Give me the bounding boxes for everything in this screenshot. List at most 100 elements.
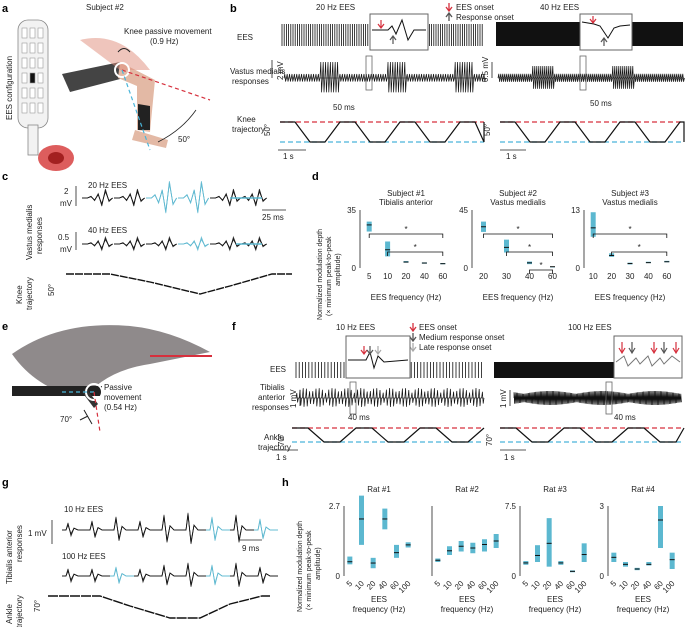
x-tick-label: 60 [438,272,447,281]
electrode-pad [29,72,36,84]
g-trace [110,567,134,583]
f-s1mv-a: 1 mV [289,389,298,408]
sig-star: * [414,243,417,252]
f-row-ankle2: trajectory [258,443,291,452]
b-knee-trajectory [280,121,685,143]
f-s1s-a: 1 s [276,453,287,462]
x-tick-label: 10 [589,272,598,281]
g-trace [62,522,86,538]
panel-letter-a: a [2,3,9,15]
y-tick-label: 3 [600,502,605,511]
f-s1s-b: 1 s [504,453,515,462]
e-movement: movement [104,393,142,402]
b-scale-2mv: 2 mV [276,61,285,80]
g-trace [134,568,158,584]
h-xlabel1: EES [459,595,475,604]
f-row-ankle1: Ankle [264,433,285,442]
c-s2: 2 [64,187,69,196]
b-scale-50ms-a: 50 ms [333,103,355,112]
g-trace [254,521,278,537]
f-row-ta3: responses [252,403,289,412]
electrode-pad [29,27,36,39]
sig-bracket [506,251,553,256]
electrode-pad [21,42,28,54]
x-tick-label: 60 [662,272,671,281]
f-s1mv-b: 1 mV [499,389,508,408]
electrode-pad [21,72,28,84]
panel-letter-h: h [282,477,289,489]
a-subject: Subject #2 [86,3,124,12]
e-freq: (0.54 Hz) [104,403,137,412]
x-tick-label: 5 [367,272,372,281]
g-trace [110,519,134,539]
b-inset-20hz [369,13,429,51]
panel-letter-c: c [2,171,8,183]
g-trace [182,513,206,543]
x-tick-label: 100 [485,579,501,595]
sig-bracket [529,269,553,274]
c-s05: 0.5 [58,233,70,242]
chart-title: Subject #2 [499,189,537,198]
x-tick-label: 40 [644,272,653,281]
g-trace [62,524,86,535]
e-passive: Passive [104,383,133,392]
c-trace [210,235,241,252]
f-zoom-box-100hz [605,381,613,415]
sig-star: * [528,243,531,252]
range-bar [347,556,353,565]
ta-trace-100hz [513,390,682,406]
sig-star: * [404,225,407,234]
panel-letter-e: e [2,321,8,333]
h-xlabel1: EES [371,595,387,604]
range-bar [359,495,364,545]
c-trace [178,181,209,214]
d-ylabel2: (× minimum peak-to-peak [326,236,333,316]
chart-title: Subject #1 [387,189,425,198]
g-trace [62,568,86,584]
f-ankle-trace-a [292,427,485,443]
h-ylabel1: Normalized modulation depth [297,521,304,612]
panel-letter-b: b [230,3,237,15]
f-angle-b: 70° [485,434,494,446]
f-inset-10hz [345,335,411,379]
y-tick-label: 7.5 [505,502,517,511]
f-s40-b: 40 ms [614,413,636,422]
g-trace [158,567,182,583]
b-title40: 40 Hz EES [540,3,579,12]
range-bar [581,543,587,562]
x-tick-label: 60 [548,272,557,281]
g-trace [182,562,206,587]
b-row-ees: EES [237,33,253,42]
g-ylab1: Tibialis anterior [5,530,14,584]
x-tick-label: 5 [609,579,619,589]
f-s40-a: 40 ms [348,413,370,422]
y-tick-label: 0 [512,572,517,581]
c-ylab2: responses [35,217,44,254]
g-trace [182,515,206,542]
g-trace [86,520,110,538]
electrode-pad [37,87,44,99]
g-trace [254,519,278,539]
g-t10: 10 Hz EES [64,505,103,514]
x-tick-label: 100 [661,579,677,595]
c-t20: 20 Hz EES [88,181,127,190]
b-title20: 20 Hz EES [316,3,355,12]
f-t10: 10 Hz EES [336,323,375,332]
g-trace [206,516,230,541]
b-angle-b: 50° [483,124,492,136]
g-trace [206,564,230,586]
a-config-label: EES configuration [5,56,14,120]
chart-subtitle: Vastus medialis [490,198,545,207]
f-row-ta1: Tibialis [260,383,285,392]
h-xlabel1: EES [635,595,651,604]
g-trace [134,520,158,538]
c-trace [146,181,177,214]
h-xlabel2: frequency (Hz) [441,605,494,614]
a-angle-arc [157,109,197,143]
